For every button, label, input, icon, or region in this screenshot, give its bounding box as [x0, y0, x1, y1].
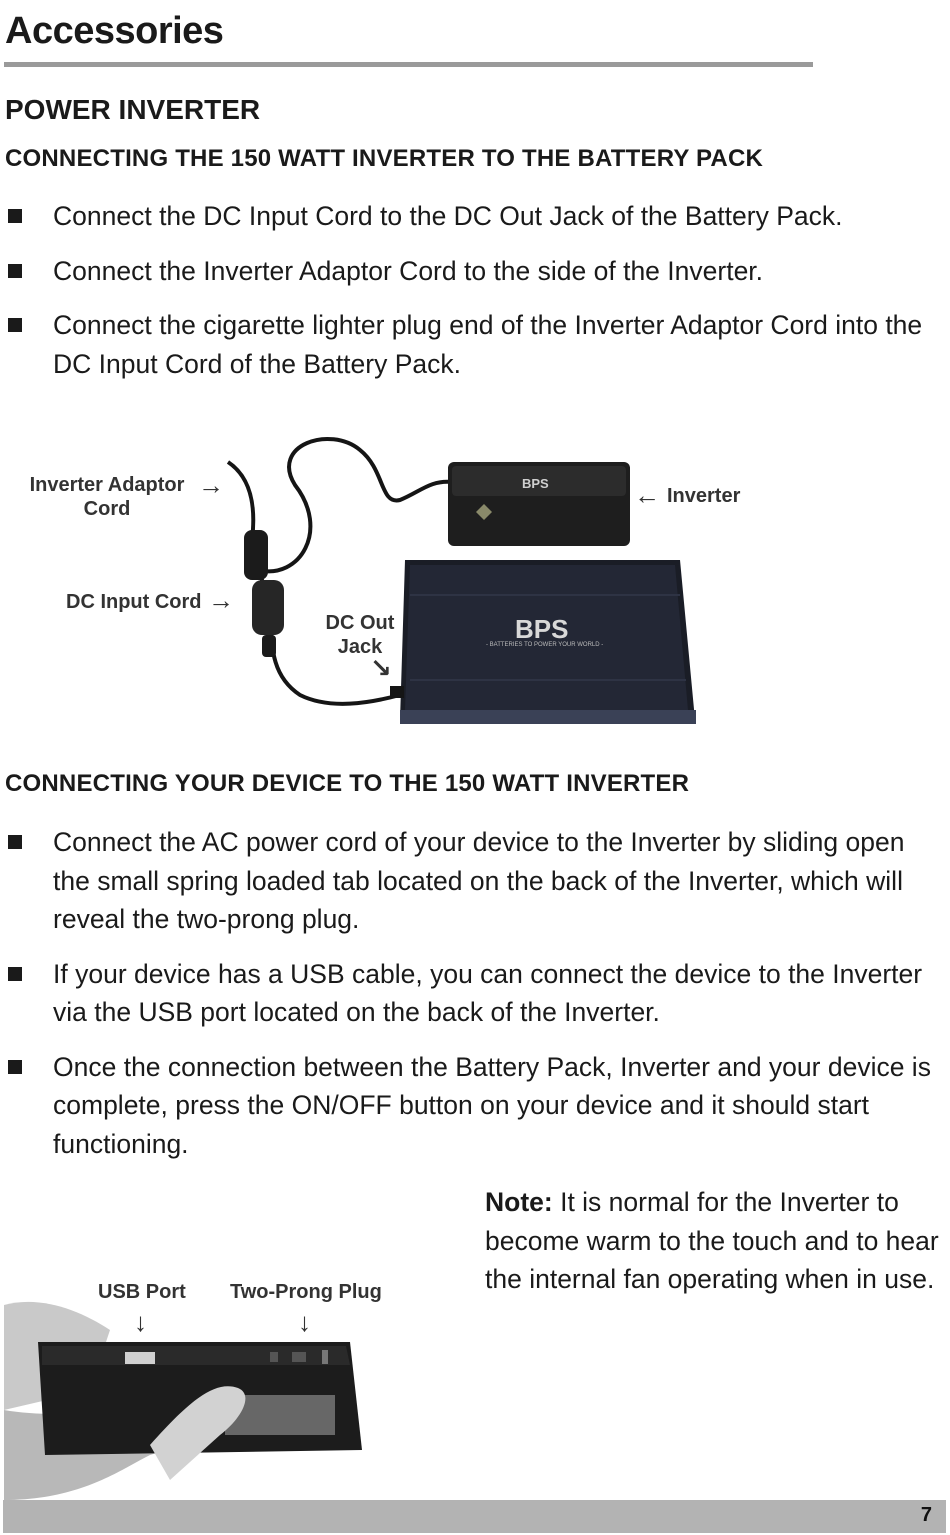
note-text: Note: It is normal for the Inverter to b…	[485, 1187, 939, 1294]
arrow-right-icon: →	[208, 585, 234, 615]
subheading-connect-device: CONNECTING YOUR DEVICE TO THE 150 WATT I…	[5, 770, 690, 797]
footer-bar: 7	[3, 1500, 946, 1533]
bullet-square-icon	[8, 263, 22, 278]
arrow-right-icon: →	[198, 470, 224, 500]
label-usb-port: USB Port	[98, 1281, 186, 1303]
note-label: Note:	[485, 1187, 553, 1217]
inverter-brand: BPS	[522, 476, 549, 491]
bullet-square-icon	[8, 318, 22, 332]
label-inverter: Inverter	[667, 485, 741, 507]
device-steps-list: Connect the AC power cord of your device…	[5, 823, 945, 1179]
list-item: Connect the AC power cord of your device…	[5, 823, 945, 939]
inverter-battery-figure: BPS BPS - BATTERIES TO POWER YOUR WORLD …	[0, 420, 950, 740]
arrow-left-icon: ←	[634, 480, 660, 510]
label-dc-out-jack: DC Out Jack	[325, 612, 395, 658]
bullet-square-icon	[8, 209, 22, 223]
list-item: Connect the DC Input Cord to the DC Out …	[5, 197, 945, 236]
bullet-square-icon	[8, 1059, 22, 1074]
battery-tagline: - BATTERIES TO POWER YOUR WORLD -	[486, 642, 603, 648]
battery-brand: BPS	[515, 614, 568, 644]
inverter-back-figure: USB Port ↓ Two-Prong Plug ↓	[0, 1270, 480, 1500]
arrow-down-icon: ↓	[298, 1307, 311, 1337]
bullet-square-icon	[8, 835, 22, 849]
arrow-down-right-icon: ↘	[370, 653, 392, 683]
label-inverter-adaptor-cord: Inverter Adaptor Cord	[29, 474, 185, 520]
list-item: Connect the Inverter Adaptor Cord to the…	[5, 252, 945, 291]
bullet-square-icon	[8, 966, 22, 981]
label-two-prong-plug: Two-Prong Plug	[230, 1281, 382, 1303]
page-title: Accessories	[5, 10, 224, 52]
list-item: Once the connection between the Battery …	[5, 1048, 945, 1164]
section-title: POWER INVERTER	[5, 94, 261, 125]
list-item: Connect the cigarette lighter plug end o…	[5, 306, 945, 383]
subheading-connect-inverter: CONNECTING THE 150 WATT INVERTER TO THE …	[5, 145, 764, 172]
list-item: If your device has a USB cable, you can …	[5, 955, 945, 1032]
inverter-back-photo	[4, 1301, 362, 1500]
title-divider	[4, 62, 813, 67]
inverter-battery-photo: BPS BPS - BATTERIES TO POWER YOUR WORLD …	[226, 436, 696, 724]
arrow-down-icon: ↓	[134, 1307, 147, 1337]
inverter-steps-list: Connect the DC Input Cord to the DC Out …	[5, 197, 945, 399]
page-number: 7	[920, 1504, 932, 1526]
label-dc-input-cord: DC Input Cord	[66, 591, 202, 613]
